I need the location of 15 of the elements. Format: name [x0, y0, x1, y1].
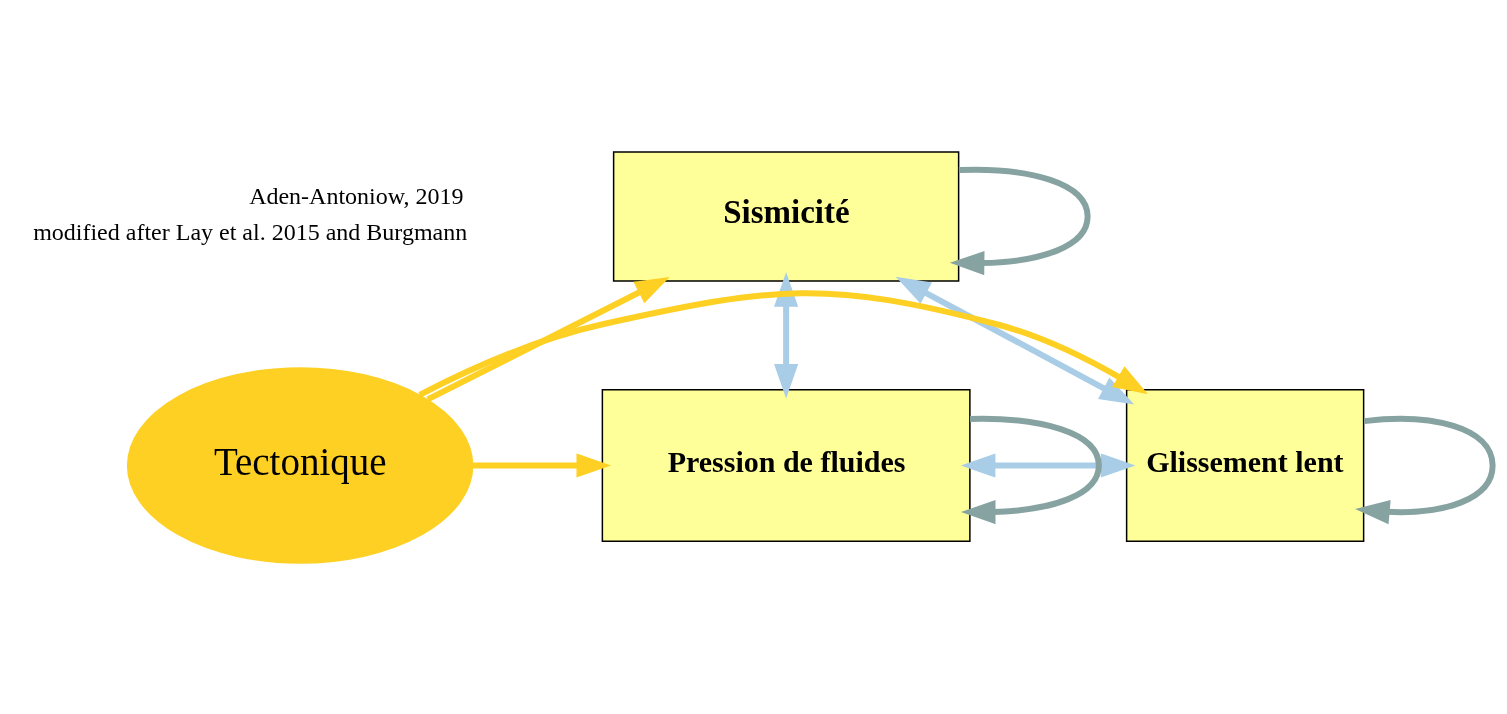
- arrow: [472, 452, 612, 478]
- node-box: Glissement lent: [1125, 388, 1365, 542]
- arrow: [949, 166, 1091, 275]
- arrow: [895, 276, 1135, 405]
- arrow: [774, 271, 799, 399]
- arrow: [960, 415, 1102, 524]
- arrow: [1355, 415, 1496, 524]
- arrow: [418, 289, 1148, 397]
- node-box: Pression de fluides: [601, 388, 971, 542]
- node-ellipse: Tectonique: [126, 366, 474, 564]
- arrow: [960, 452, 1136, 478]
- node-box: Sismicité: [612, 150, 960, 282]
- arrow: [426, 276, 670, 402]
- label: modified after Lay et al. 2015 and Burgmann: [33, 218, 468, 245]
- label: Aden-Antoniow, 2019: [249, 182, 464, 209]
